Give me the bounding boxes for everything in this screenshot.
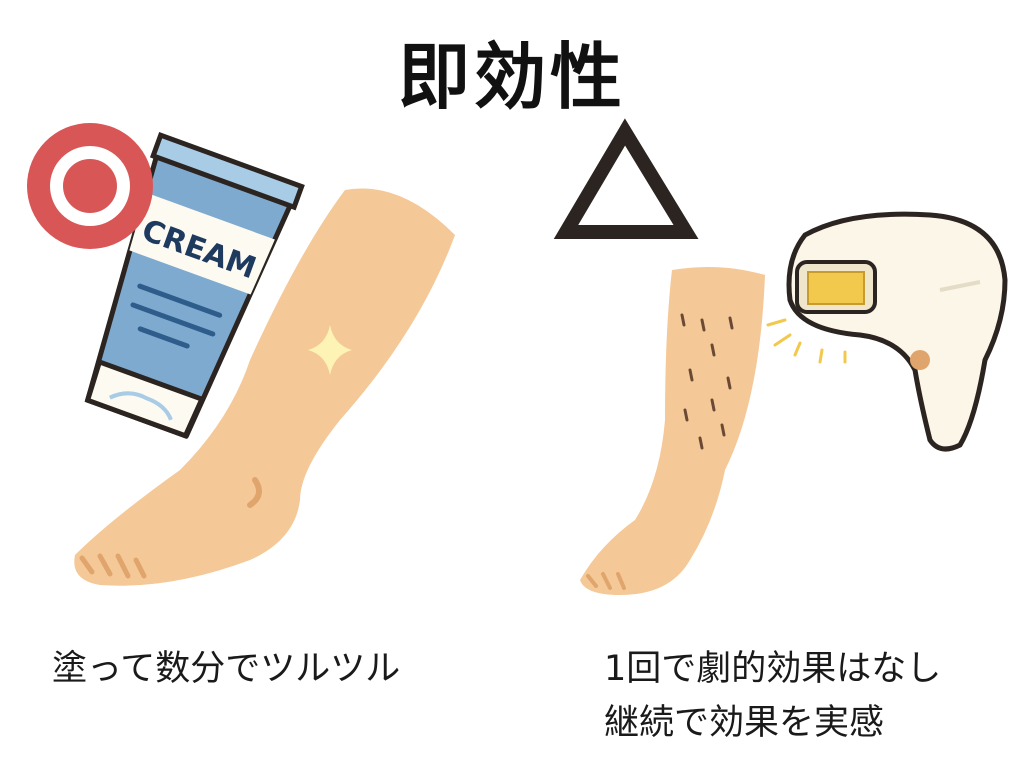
page-title: 即効性: [397, 35, 626, 119]
sparkle-icon: [308, 325, 352, 375]
right-caption: 1回で劇的効果はなし 継続で効果を実感: [604, 642, 941, 750]
right-caption-line: 継続で効果を実感: [604, 703, 885, 743]
right-caption-line: 1回で劇的効果はなし: [604, 649, 942, 689]
left-caption: 塗って数分でツルツル: [52, 649, 401, 689]
light-rays-icon: [766, 318, 847, 364]
cream-tube-illustration: CREAM: [84, 131, 305, 439]
smooth-leg-illustration: [74, 188, 456, 586]
triangle-mark: [553, 118, 699, 239]
double-circle-mark: [27, 123, 153, 249]
hair-removal-device-illustration: [786, 211, 1008, 452]
hairy-leg-illustration: [580, 266, 765, 595]
